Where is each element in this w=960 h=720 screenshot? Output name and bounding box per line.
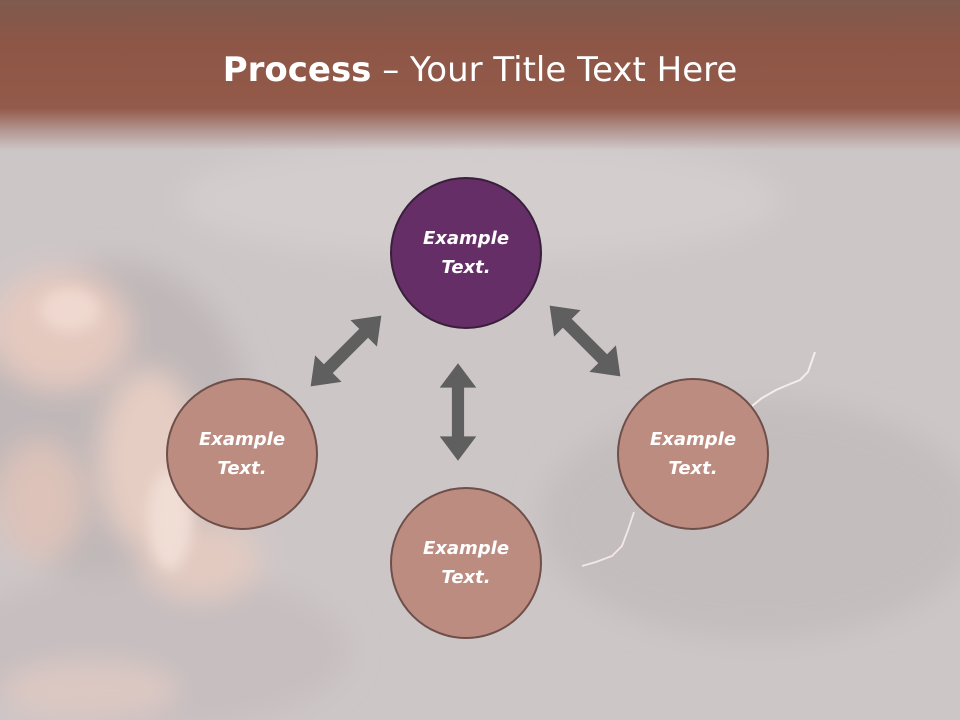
node-top-line2: Text.	[441, 257, 491, 278]
process-node-right[interactable]: Example Text.	[617, 378, 769, 530]
title-regular-text: – Your Title Text Here	[371, 50, 738, 90]
node-left-line1: Example	[198, 429, 286, 450]
node-bottom-line1: Example	[422, 538, 510, 559]
title-bold-text: Process	[222, 50, 372, 90]
double-arrow-right[interactable]	[536, 292, 633, 389]
node-right-line1: Example	[649, 429, 737, 450]
node-right-line2: Text.	[668, 458, 718, 479]
double-arrow-vertical[interactable]	[439, 363, 477, 461]
node-top-line1: Example	[422, 228, 510, 249]
process-node-left[interactable]: Example Text.	[166, 378, 318, 530]
node-left-line2: Text.	[217, 458, 267, 479]
process-node-top[interactable]: Example Text.	[390, 177, 542, 329]
double-arrow-left[interactable]	[297, 302, 394, 399]
slide-title[interactable]: Process – Your Title Text Here	[0, 50, 960, 90]
process-node-bottom[interactable]: Example Text.	[390, 487, 542, 639]
title-bar	[0, 0, 960, 150]
node-bottom-line2: Text.	[441, 567, 491, 588]
